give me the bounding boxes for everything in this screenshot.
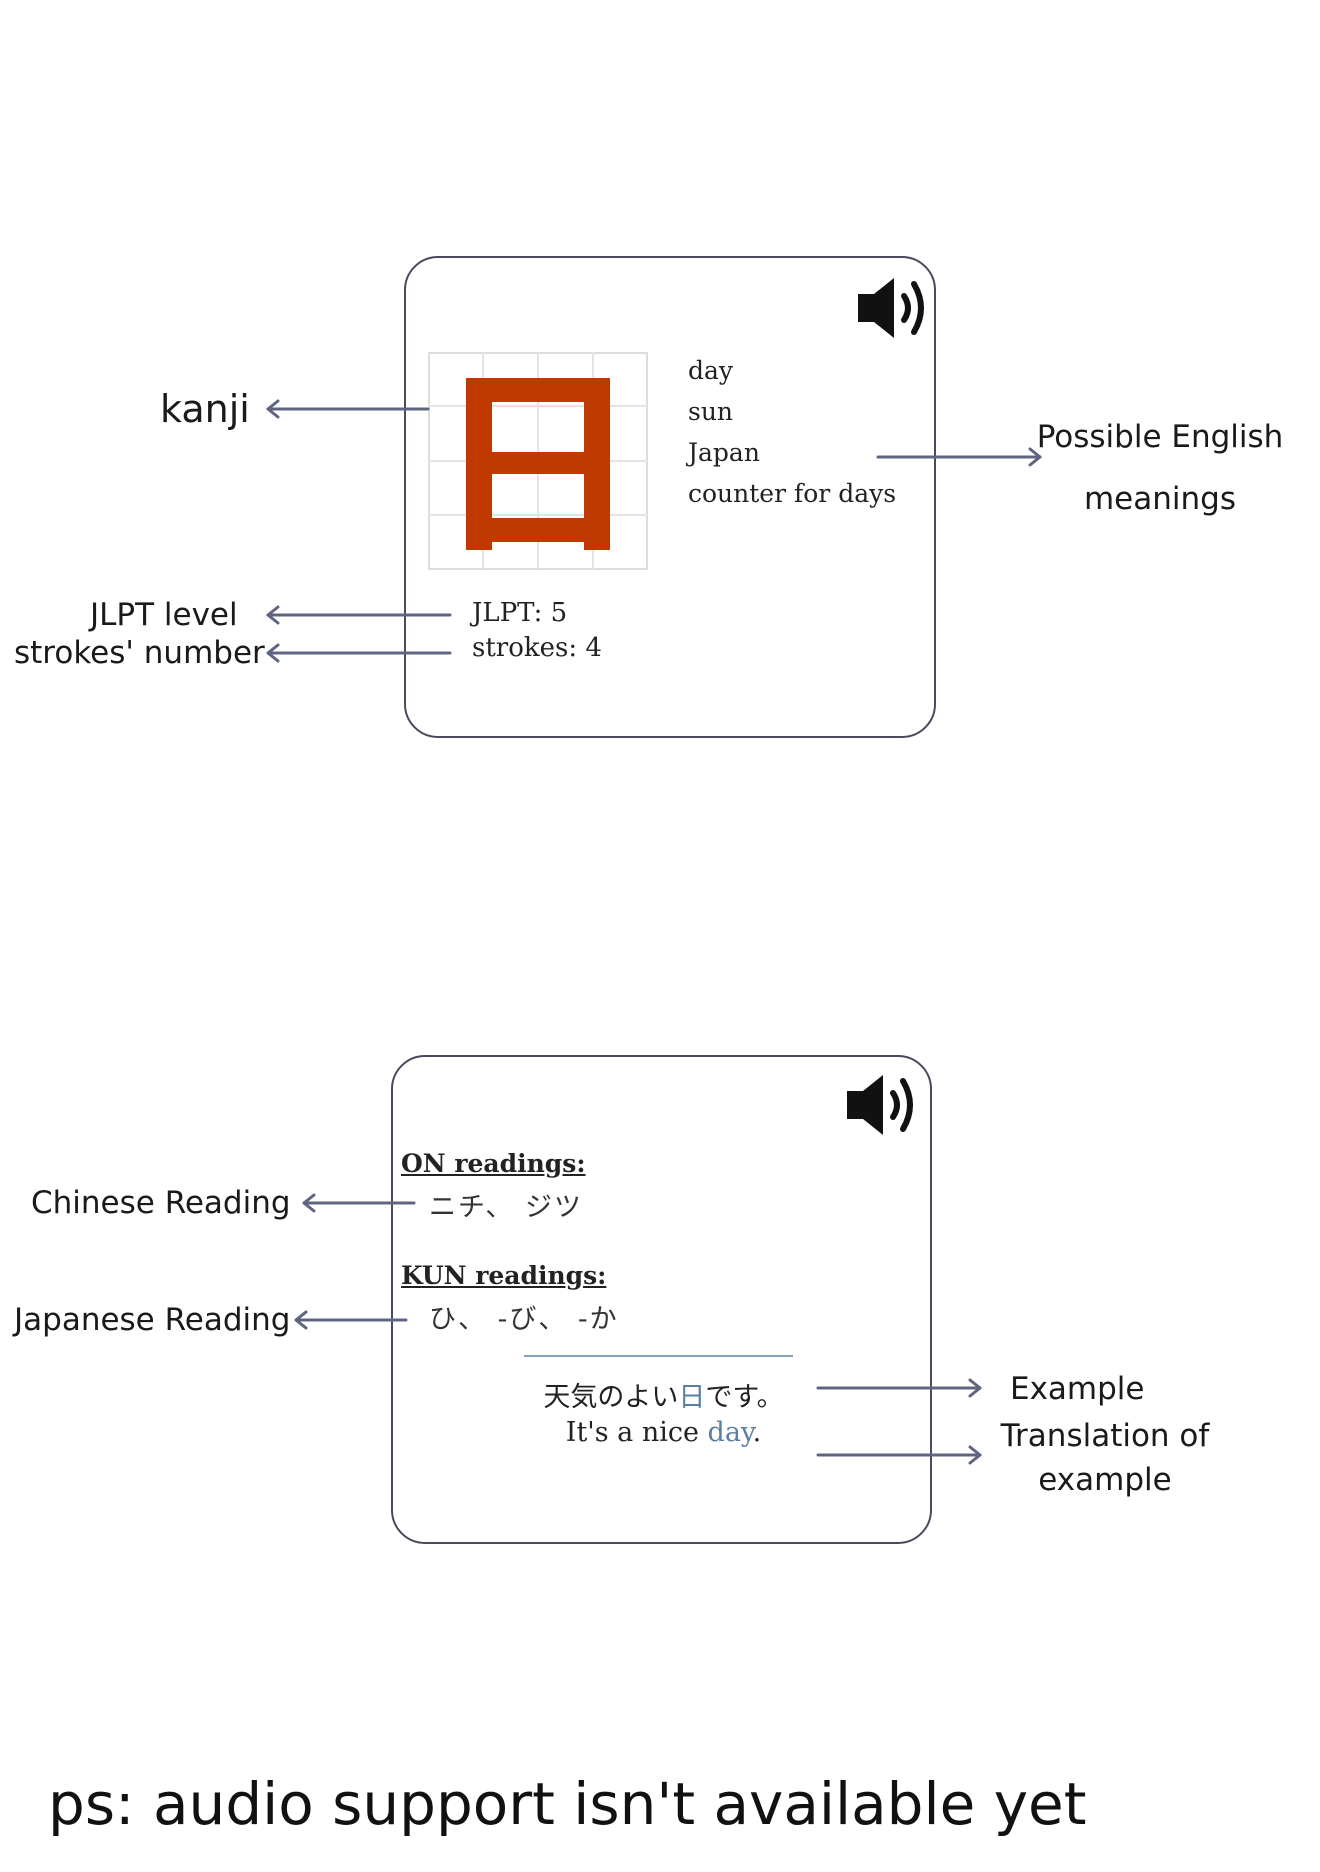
speaker-icon[interactable] [843, 1071, 919, 1139]
meanings-list: day sun Japan counter for days [688, 350, 896, 514]
label-meanings-line2: meanings [1083, 481, 1236, 517]
label-translation-line2: example [1038, 1462, 1172, 1498]
arrow-strokes [266, 643, 452, 663]
arrow-meanings [876, 447, 1042, 467]
kanji-card-back: ON readings: ニチ、 ジツ KUN readings: ひ、 -び、… [391, 1055, 932, 1544]
kanji-stroke-grid [428, 352, 648, 570]
footer-note: ps: audio support isn't available yet [48, 1770, 1087, 1838]
label-translation: Translation of example [980, 1417, 1230, 1499]
label-jlpt: JLPT level [90, 597, 238, 633]
stroke-count: strokes: 4 [472, 633, 602, 663]
arrow-chinese-reading [302, 1193, 416, 1213]
label-meanings: Possible English meanings [1020, 418, 1300, 518]
arrow-example [816, 1378, 982, 1398]
meaning-item: counter for days [688, 479, 897, 508]
divider [524, 1355, 793, 1357]
on-readings-values: ニチ、 ジツ [429, 1192, 583, 1223]
translation-text-end: . [752, 1417, 762, 1448]
meaning-item: sun [688, 397, 734, 426]
speaker-icon[interactable] [854, 274, 930, 342]
meaning-item: day [688, 356, 734, 385]
jlpt-level: JLPT: 5 [472, 598, 568, 628]
arrow-jlpt [266, 605, 452, 625]
arrow-translation [816, 1445, 982, 1465]
translation-text: It's a nice [565, 1417, 708, 1448]
arrow-kanji [266, 399, 430, 419]
label-example: Example [1010, 1371, 1145, 1407]
label-chinese-reading: Chinese Reading [31, 1185, 291, 1221]
example-text-end: です。 [705, 1382, 784, 1413]
translation-highlight: day [707, 1417, 753, 1448]
arrow-japanese-reading [294, 1310, 408, 1330]
kanji-card-front: day sun Japan counter for days JLPT: 5 s… [404, 256, 936, 738]
label-meanings-line1: Possible English [1036, 419, 1284, 455]
label-translation-line1: Translation of [1000, 1418, 1210, 1454]
kanji-glyph [466, 378, 610, 550]
kun-readings-values: ひ、 -び、 -か [429, 1304, 619, 1335]
label-japanese-reading: Japanese Reading [14, 1302, 291, 1338]
label-kanji: kanji [160, 387, 250, 431]
meaning-item: Japan [688, 438, 760, 467]
on-readings-heading: ON readings: [401, 1149, 586, 1178]
example-highlight: 日 [678, 1382, 706, 1413]
example-text: 天気のよい [543, 1382, 679, 1413]
kun-readings-heading: KUN readings: [401, 1261, 607, 1290]
example-translation: It's a nice day. [393, 1417, 934, 1448]
label-strokes: strokes' number [14, 635, 265, 671]
example-sentence: 天気のよい日です。 [393, 1375, 934, 1414]
